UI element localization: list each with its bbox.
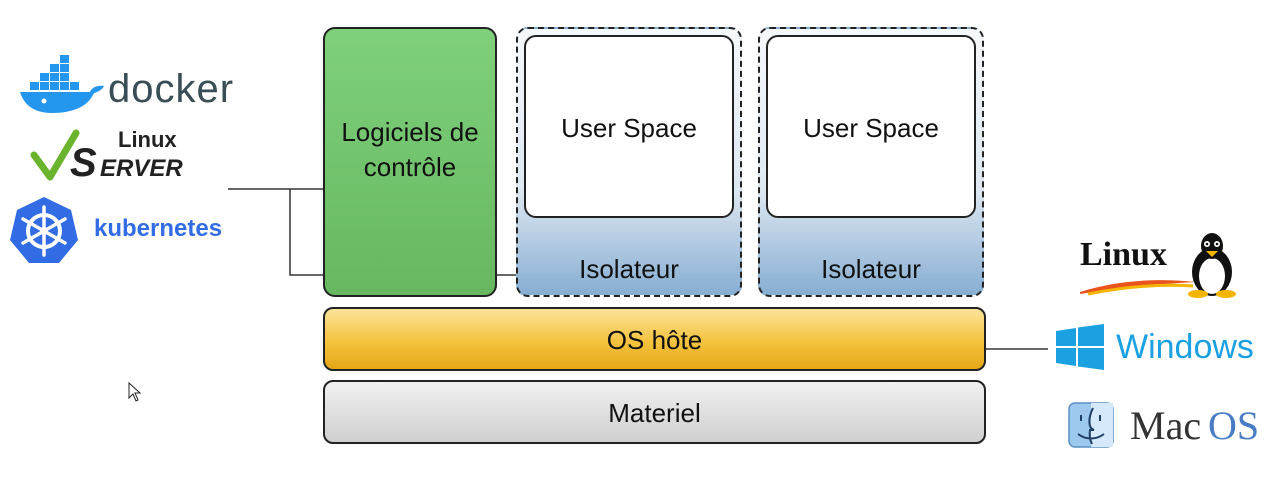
hardware-label: Materiel	[608, 398, 701, 428]
host-os-label: OS hôte	[606, 325, 703, 355]
user-space-2-label: User Space	[803, 113, 939, 143]
container-2: User Space Isolateur	[758, 27, 984, 297]
windows-flag-icon	[1056, 324, 1104, 370]
macos-mac-text: Mac	[1130, 403, 1202, 448]
checkmark-icon	[30, 129, 80, 181]
macos-os-text: OS	[1208, 403, 1260, 448]
docker-whale-icon	[20, 55, 104, 113]
linuxserver-s-text: S	[70, 141, 97, 185]
windows-logo: Windows	[1056, 322, 1271, 374]
control-software-box: Logiciels de contrôle	[323, 27, 497, 297]
macos-logo: Mac OS	[1068, 398, 1268, 454]
user-space-1-label: User Space	[561, 113, 697, 143]
linux-logo: Linux	[1078, 232, 1243, 302]
container-1: User Space Isolateur	[516, 27, 742, 297]
hardware-box: Materiel	[323, 380, 986, 444]
isolator-1-label: Isolateur	[579, 254, 679, 284]
kubernetes-wordmark: kubernetes	[94, 215, 223, 242]
linuxserver-server-text: ERVER	[100, 155, 183, 182]
user-space-1: User Space	[524, 35, 734, 218]
docker-wordmark: docker	[108, 67, 235, 111]
isolator-2-label: Isolateur	[821, 254, 921, 284]
host-os-box: OS hôte	[323, 307, 986, 371]
linuxserver-linux-text: Linux	[118, 127, 177, 152]
linux-swoosh-icon	[1080, 280, 1196, 296]
windows-wordmark: Windows	[1116, 328, 1254, 366]
finder-face-icon	[1068, 402, 1114, 448]
kubernetes-logo: kubernetes	[8, 195, 238, 265]
user-space-2: User Space	[766, 35, 976, 218]
linux-wordmark: Linux	[1080, 236, 1167, 273]
mouse-cursor-icon	[128, 382, 142, 402]
tux-penguin-icon	[1188, 233, 1236, 298]
kubernetes-helm-icon	[10, 197, 78, 263]
docker-logo: docker	[18, 55, 233, 115]
linuxserver-logo: Linux S ERVER	[30, 127, 200, 185]
control-software-label: Logiciels de contrôle	[341, 117, 479, 182]
